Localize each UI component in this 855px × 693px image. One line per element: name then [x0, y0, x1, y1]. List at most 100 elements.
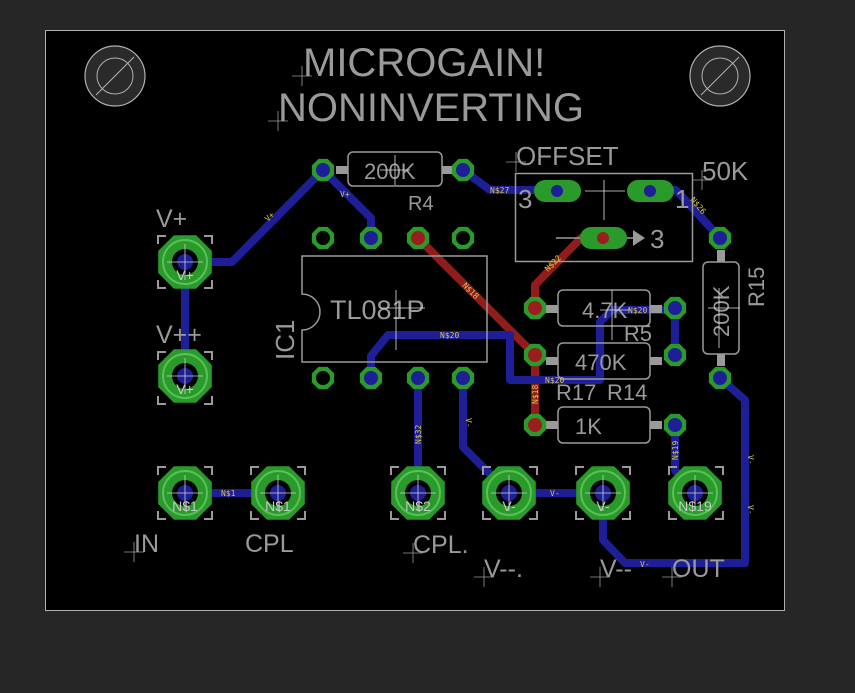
- pot-drill-1: [644, 185, 656, 197]
- net-label-n1: N$1: [221, 489, 236, 498]
- via-pad-drill: [316, 371, 330, 385]
- via-pad[interactable]: [708, 366, 732, 390]
- label-vminus-dot: V--.: [484, 555, 523, 583]
- connector-pad[interactable]: [391, 466, 445, 520]
- net-label-n20b: N$20: [545, 376, 564, 385]
- connector-pad-ring: [395, 470, 441, 516]
- connector-pad[interactable]: [668, 466, 722, 520]
- r4-lead-right: [442, 166, 454, 174]
- via-pad-drill: [316, 163, 330, 177]
- via-pad-drill: [713, 231, 727, 245]
- ic1-package[interactable]: TL081P IC1: [270, 255, 488, 363]
- net-label-vminus3: V-: [746, 455, 755, 465]
- trace-n20: [367, 306, 679, 384]
- connector-pad[interactable]: [158, 349, 212, 403]
- pot-pads[interactable]: [534, 180, 674, 249]
- label-vplus: V+: [156, 205, 187, 233]
- resistor-r17[interactable]: 1K R17: [546, 380, 662, 444]
- pad-cross-icon: [491, 475, 527, 511]
- resistor-r15[interactable]: 200K R15: [702, 250, 769, 366]
- via-pad[interactable]: [663, 343, 687, 367]
- via-pad[interactable]: [708, 226, 732, 250]
- via-pad[interactable]: [663, 296, 687, 320]
- mounting-hole-right[interactable]: [689, 45, 751, 107]
- via-pad-drill: [668, 348, 682, 362]
- net-label-n20: N$20: [440, 331, 459, 340]
- net-label-n19: N$19: [671, 441, 680, 460]
- via-pad-drill: [668, 418, 682, 432]
- connector-pad-ring: [672, 470, 718, 516]
- center-cross-icon: [380, 155, 740, 350]
- connector-pad[interactable]: [158, 466, 212, 520]
- ic1-value: TL081P: [330, 295, 425, 325]
- r14-value: 470K: [575, 350, 627, 375]
- via-pad[interactable]: [359, 366, 383, 390]
- connector-pad[interactable]: [576, 466, 630, 520]
- connector-pad-ring: [162, 353, 208, 399]
- trace-vminus-b: [599, 374, 749, 567]
- via-pad-drill: [528, 348, 542, 362]
- trimmer-offset[interactable]: OFFSET 50K 3 1 3: [514, 141, 749, 263]
- via-pad[interactable]: [311, 158, 335, 182]
- ic1-outline: [301, 255, 488, 363]
- r17-value: 1K: [575, 414, 602, 439]
- via-pad-drill: [316, 231, 330, 245]
- net-label-n27: N$27: [490, 186, 509, 195]
- via-pad[interactable]: [406, 366, 430, 390]
- via-pad[interactable]: [451, 226, 475, 250]
- resistor-r4[interactable]: 200K R4: [336, 151, 454, 215]
- connector-pad[interactable]: [482, 466, 536, 520]
- connector-pads[interactable]: [158, 235, 722, 520]
- resistor-r14[interactable]: 470K R14: [546, 342, 662, 405]
- pad-label-vminus-a: V-: [502, 498, 516, 514]
- label-in: IN: [134, 530, 159, 558]
- label-cpl-dot: CPL.: [413, 531, 469, 559]
- r5-lead-left: [546, 305, 558, 313]
- via-pad[interactable]: [359, 226, 383, 250]
- via-pad[interactable]: [523, 343, 547, 367]
- via-pad[interactable]: [451, 158, 475, 182]
- connector-pad-ring: [162, 470, 208, 516]
- r17-name: R17: [556, 380, 596, 405]
- via-pad[interactable]: [311, 226, 335, 250]
- net-label-n20c: N$20: [628, 306, 647, 315]
- r14-lead-right: [650, 357, 662, 365]
- via-pad[interactable]: [523, 296, 547, 320]
- pot-value: 50K: [702, 156, 749, 186]
- net-label-n32: N$32: [414, 425, 423, 444]
- via-pad-drill: [528, 418, 542, 432]
- top-traces: [181, 166, 749, 567]
- pot-pin3a: 3: [518, 184, 532, 214]
- connector-pad[interactable]: [158, 235, 212, 289]
- connector-labels: V+ V++ IN CPL CPL. V--. V-- OUT: [124, 152, 725, 587]
- via-pad-drill: [713, 371, 727, 385]
- via-pad[interactable]: [311, 366, 335, 390]
- connector-pad-ring: [255, 470, 301, 516]
- mounting-hole-left[interactable]: [84, 45, 146, 107]
- via-pad[interactable]: [406, 226, 430, 250]
- pad-label-vplus2: V+: [176, 381, 194, 397]
- via-pad[interactable]: [451, 366, 475, 390]
- net-label-vminus5: V-: [640, 560, 650, 569]
- label-vminus: V--: [600, 555, 632, 583]
- r5-value: 4.7K: [582, 298, 628, 323]
- r4-lead-left: [336, 166, 348, 174]
- pad-cross-icon: [167, 244, 203, 280]
- via-pad[interactable]: [663, 413, 687, 437]
- r5-lead-right: [650, 305, 662, 313]
- via-pad-drill: [411, 371, 425, 385]
- resistor-r5[interactable]: 4.7K R5: [546, 289, 662, 346]
- pad-cross-icon: [400, 475, 436, 511]
- r5-name: R5: [624, 321, 652, 346]
- connector-pad[interactable]: [251, 466, 305, 520]
- pad-cross-icon: [677, 475, 713, 511]
- mounting-hole-left-slash: [95, 56, 135, 96]
- pot-name: OFFSET: [516, 141, 619, 171]
- via-pad[interactable]: [523, 413, 547, 437]
- label-origin-cross-icon: [124, 152, 712, 587]
- r17-lead-left: [546, 421, 558, 429]
- small-pads[interactable]: [311, 158, 732, 437]
- label-out: OUT: [672, 555, 725, 583]
- via-pad-drill: [364, 231, 378, 245]
